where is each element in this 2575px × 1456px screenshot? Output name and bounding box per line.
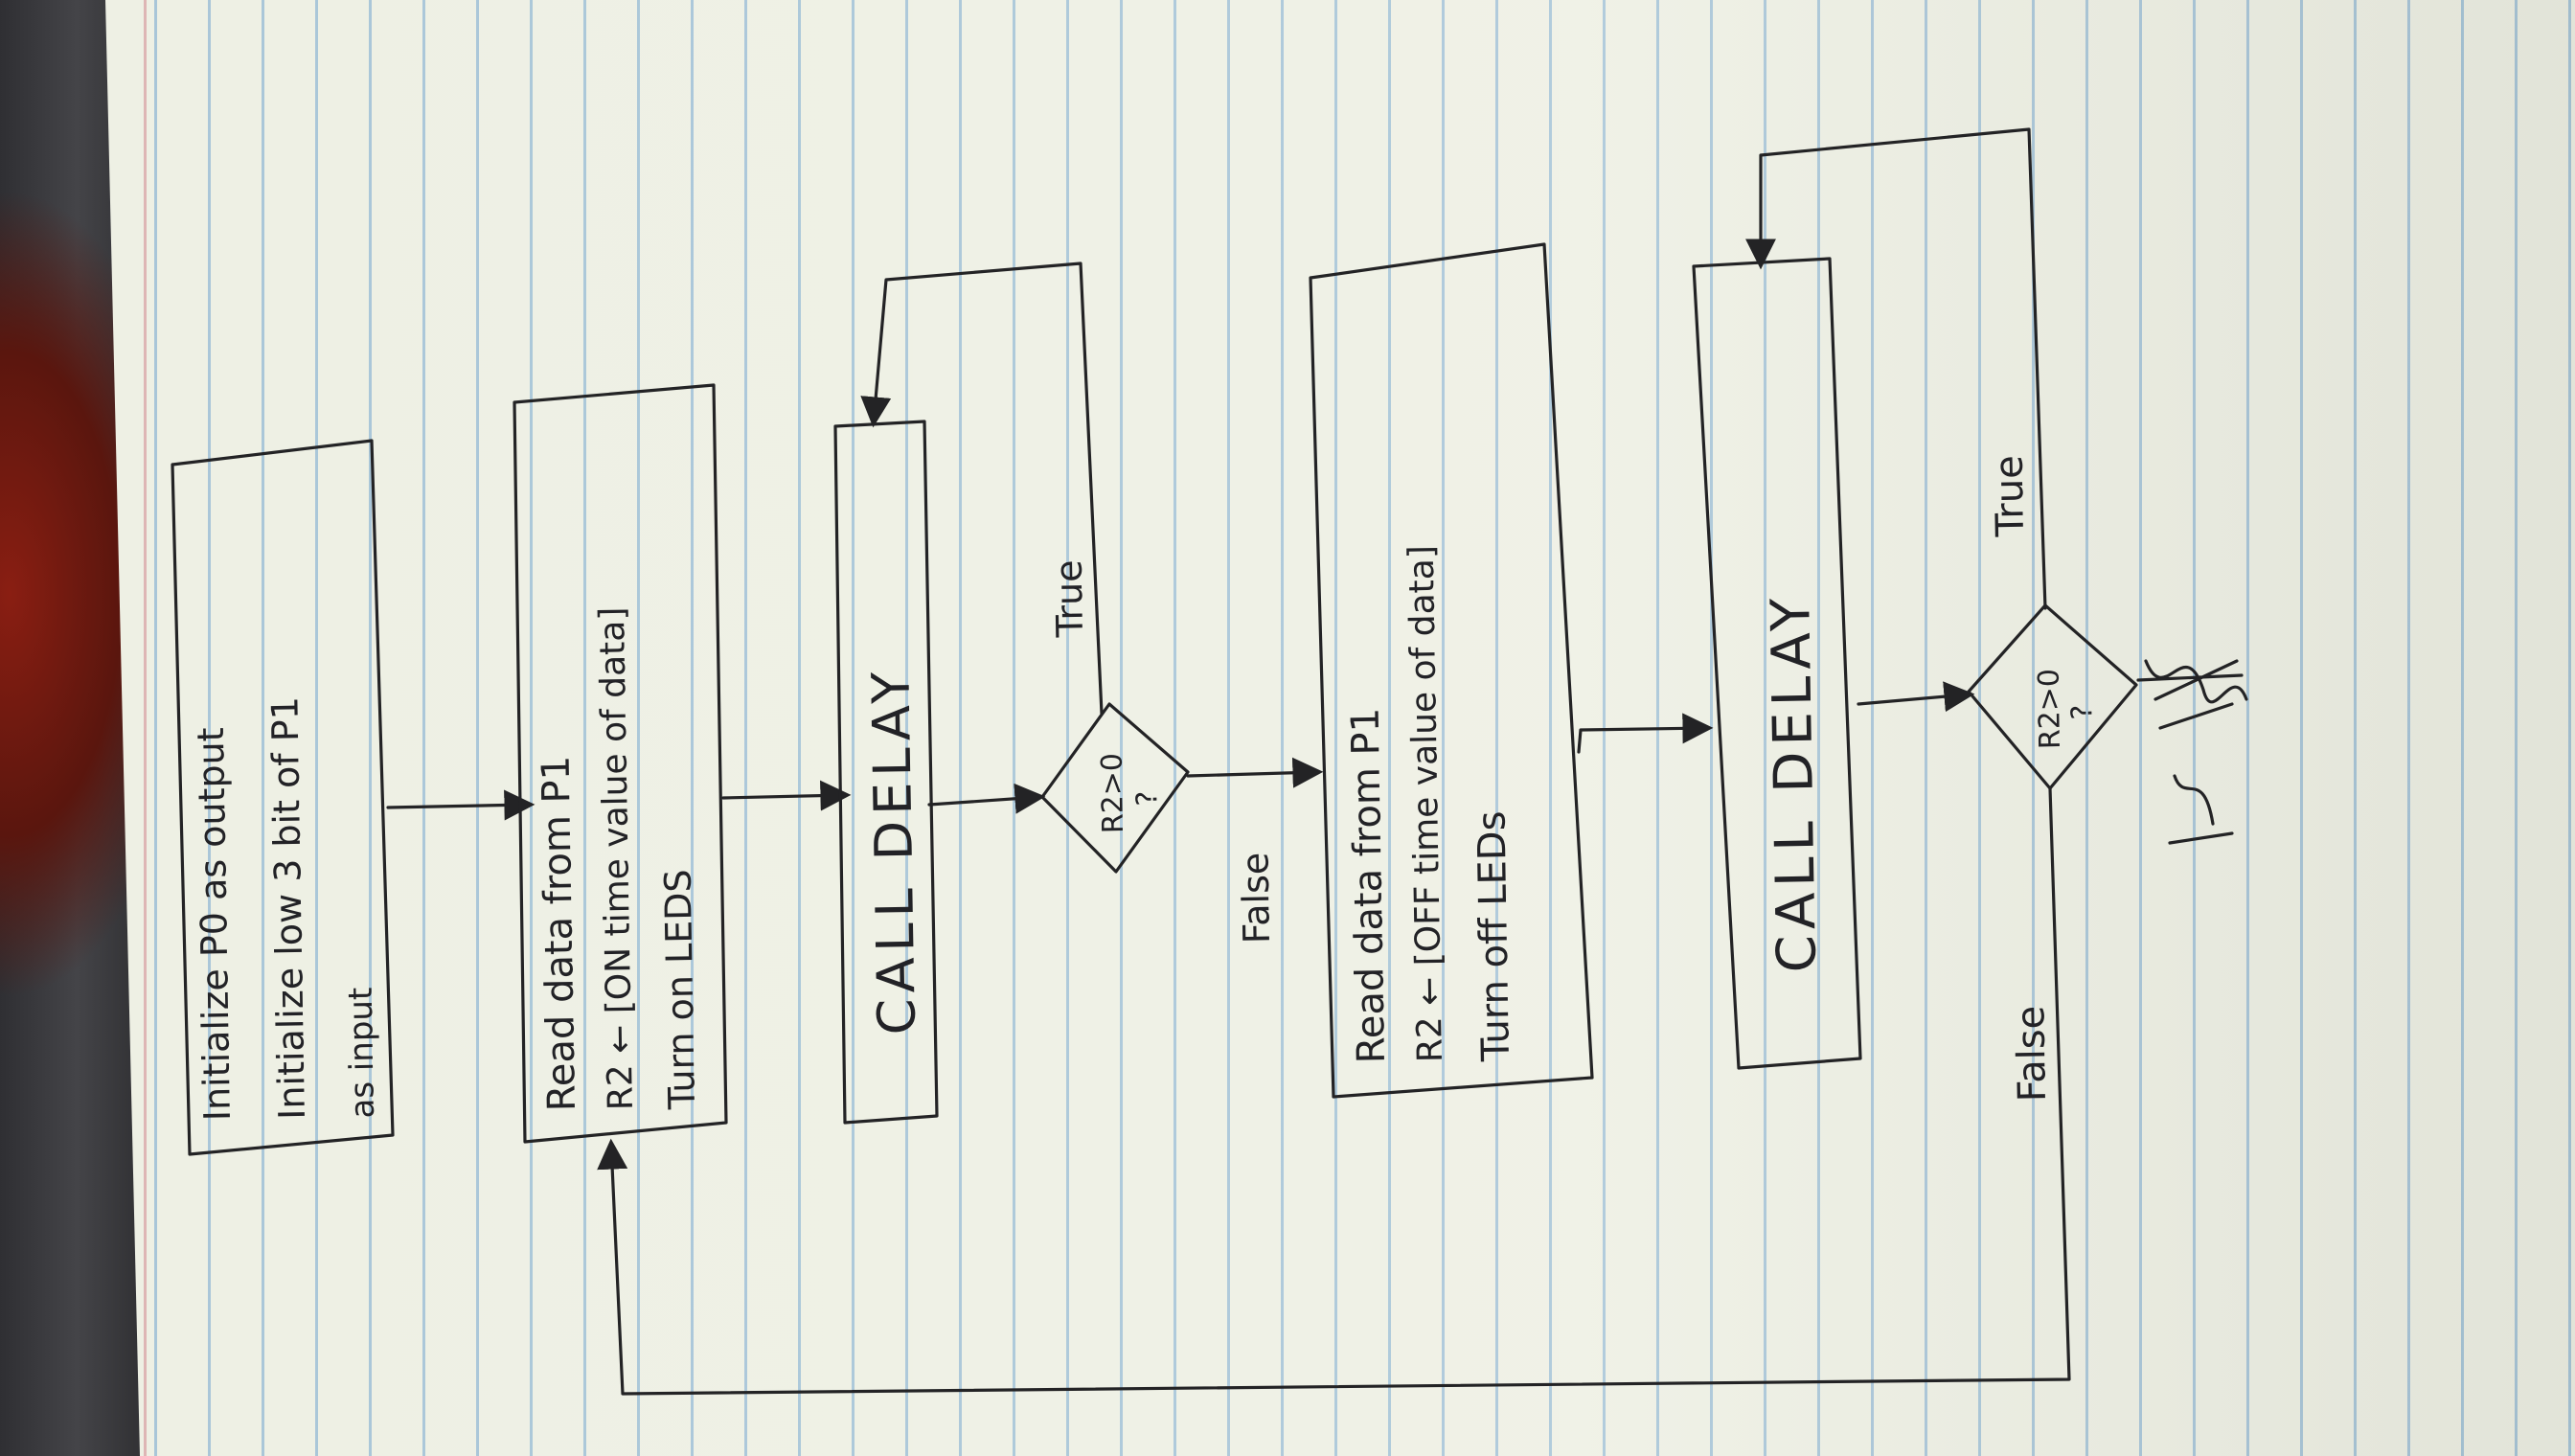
init-box-line-3: as input <box>342 987 382 1119</box>
decision-2-diamond: R2>0 ? <box>1967 603 2138 790</box>
scribbled-out-mark <box>2136 659 2248 845</box>
decision-1-diamond: R2>0 ? <box>1040 702 1190 874</box>
init-box-line-1: Initialize P0 as output <box>190 727 239 1122</box>
delay-1-box-outline <box>833 420 939 1125</box>
delay-1-box: CALL DELAY <box>833 420 939 1125</box>
decision-1-condition: R2>0 <box>1096 753 1130 834</box>
decision-2-true-label: True <box>1988 455 2033 538</box>
arrow-read-on-to-delay-1 <box>721 780 852 811</box>
loop-true-to-delay-2 <box>1745 127 2047 610</box>
read-off-line-2: R2 ← [OFF time value of data] <box>1402 545 1450 1063</box>
loop-false-to-read-on <box>597 786 2071 1396</box>
read-on-line-3: Turn on LEDS <box>657 869 703 1110</box>
decision-1-outline <box>1040 702 1190 874</box>
read-on-box: Read data from P1 R2 ← [ON time value of… <box>513 383 728 1144</box>
read-off-line-1: Read data from P1 <box>1344 707 1394 1063</box>
arrow-delay-2-to-decision-2 <box>1857 681 1975 713</box>
decision-2-outline <box>1967 603 2138 790</box>
arrow-init-to-read-on <box>386 789 536 821</box>
decision-2-condition: R2>0 <box>2033 669 2067 750</box>
delay-2-label: CALL DELAY <box>1760 592 1829 973</box>
delay-2-box: CALL DELAY <box>1692 257 1862 1070</box>
decision-1-question: ? <box>1130 790 1164 807</box>
read-on-box-outline <box>513 383 728 1144</box>
decision-1-false-label: False <box>1234 852 1278 944</box>
read-off-line-3: Turn off LEDs <box>1470 810 1518 1062</box>
scribble-strokes <box>2136 659 2248 845</box>
arrow-delay-1-to-decision-1 <box>927 783 1046 814</box>
loop-true-to-delay-1 <box>860 262 1104 716</box>
init-box-line-2: Initialize low 3 bit of P1 <box>263 696 313 1120</box>
decision-2-question: ? <box>2065 704 2099 720</box>
read-off-box: Read data from P1 R2 ← [OFF time value o… <box>1309 242 1594 1099</box>
arrow-read-off-to-delay-2 <box>1577 713 1714 754</box>
paper-margin-line <box>144 0 147 1456</box>
init-box: Initialize P0 as output Initialize low 3… <box>171 439 395 1156</box>
read-off-box-outline <box>1309 242 1594 1099</box>
read-on-line-2: R2 ← [ON time value of data] <box>593 606 641 1110</box>
read-on-line-1: Read data from P1 <box>535 755 584 1111</box>
decision-1-true-label: True <box>1048 559 1091 638</box>
decision-2-false-label: False <box>2009 1005 2055 1102</box>
init-box-outline <box>171 439 395 1156</box>
delay-1-label: CALL DELAY <box>860 666 927 1035</box>
delay-2-box-outline <box>1692 257 1862 1070</box>
arrow-decision-1-false-to-read-off <box>1186 757 1324 788</box>
